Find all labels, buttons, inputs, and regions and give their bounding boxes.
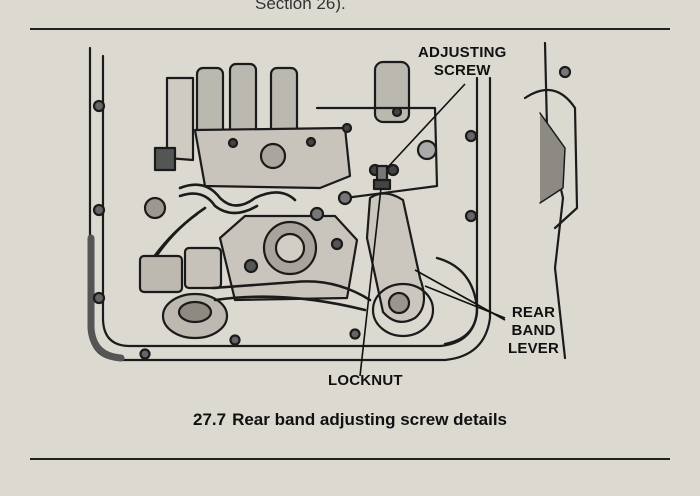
rear-band-lever-label: REAR BAND LEVER <box>508 304 559 358</box>
adjusting-label-line1: ADJUSTING <box>418 44 507 61</box>
rear-label-line2: BAND <box>511 322 556 339</box>
previous-section-reference: Section 26). <box>255 0 346 13</box>
transmission-valve-body-illustration <box>87 41 579 377</box>
adjusting-label-line2: SCREW <box>433 62 491 79</box>
bottom-divider <box>30 458 670 460</box>
adjusting-screw-label: ADJUSTING SCREW <box>418 44 506 80</box>
figure-caption: 27.7 Rear band adjusting screw details <box>0 410 700 430</box>
locknut-label: LOCKNUT <box>328 372 403 389</box>
top-divider <box>30 28 670 30</box>
figure-caption-text: Rear band adjusting screw details <box>232 410 507 429</box>
rear-label-line3: LEVER <box>508 340 560 357</box>
rear-label-line1: REAR <box>511 304 556 321</box>
figure-number: 27.7 <box>192 410 227 429</box>
